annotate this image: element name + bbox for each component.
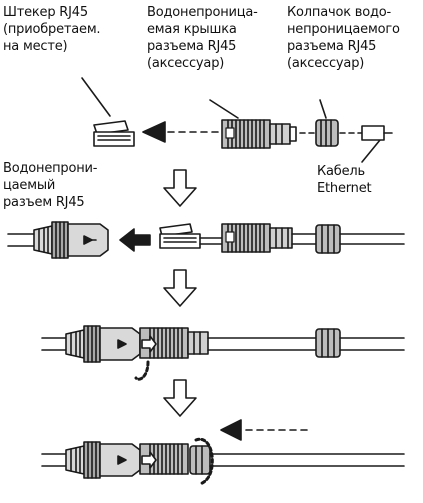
plug-leader-line bbox=[81, 77, 111, 117]
connector-label-line-3: разъем RJ45 bbox=[3, 195, 85, 210]
cover-label-line-3: разъема RJ45 bbox=[147, 39, 237, 54]
ethernet-cable-label: Кабель Ethernet bbox=[317, 163, 372, 197]
plug-label-line-2: (приобретаем. bbox=[3, 22, 101, 37]
rj45-plug-illustration bbox=[93, 120, 135, 147]
plug-label-line-1: Штекер RJ45 bbox=[3, 5, 88, 20]
waterproof-cover-illustration bbox=[221, 119, 297, 149]
rj45-plug-label: Штекер RJ45 (приобретаем. на месте) bbox=[3, 4, 101, 55]
cover-label-line-1: Водонепроница- bbox=[147, 5, 258, 20]
arrow-down-outline-icon bbox=[163, 379, 197, 417]
arrow-down-outline-icon bbox=[163, 169, 197, 207]
ethernet-cable-illustration bbox=[361, 125, 393, 141]
cable-label-line-1: Кабель bbox=[317, 164, 365, 179]
arrow-down-outline-icon bbox=[163, 269, 197, 307]
waterproof-cap-illustration bbox=[315, 119, 339, 147]
cover-leader-line bbox=[209, 99, 239, 119]
waterproof-connector-illustration bbox=[33, 221, 109, 259]
arrow-left-icon bbox=[119, 228, 151, 252]
waterproof-cover-label: Водонепроница- емая крышка разъема RJ45 … bbox=[147, 4, 258, 72]
cover-label-line-4: (аксессуар) bbox=[147, 56, 225, 71]
assembled-connector-illustration bbox=[65, 325, 209, 363]
waterproof-cap-illustration bbox=[315, 328, 341, 358]
cable-label-line-2: Ethernet bbox=[317, 181, 372, 196]
connector-label-line-2: цаемый bbox=[3, 178, 56, 193]
cap-label-line-3: разъема RJ45 bbox=[287, 39, 377, 54]
plug-label-line-3: на месте) bbox=[3, 39, 68, 54]
waterproof-cover-illustration bbox=[221, 223, 293, 253]
final-assembly-illustration bbox=[65, 441, 211, 479]
cap-label-line-1: Колпачок водо- bbox=[287, 5, 392, 20]
rj45-plug-illustration bbox=[159, 223, 223, 249]
arrow-left-icon bbox=[142, 121, 166, 143]
waterproof-connector-label: Водонепрони- цаемый разъем RJ45 bbox=[3, 160, 97, 211]
cap-leader-line bbox=[319, 99, 327, 119]
cover-label-line-2: емая крышка bbox=[147, 22, 237, 37]
connector-label-line-1: Водонепрони- bbox=[3, 161, 98, 176]
arrow-left-icon bbox=[220, 419, 242, 441]
cap-label-line-4: (аксессуар) bbox=[287, 56, 365, 71]
rotate-arrow-icon bbox=[134, 360, 150, 381]
waterproof-cap-label: Колпачок водо- непроницаемого разъема RJ… bbox=[287, 4, 400, 72]
cable-leader-line bbox=[361, 139, 381, 163]
cap-label-line-2: непроницаемого bbox=[287, 22, 400, 37]
waterproof-cap-illustration bbox=[315, 224, 341, 254]
